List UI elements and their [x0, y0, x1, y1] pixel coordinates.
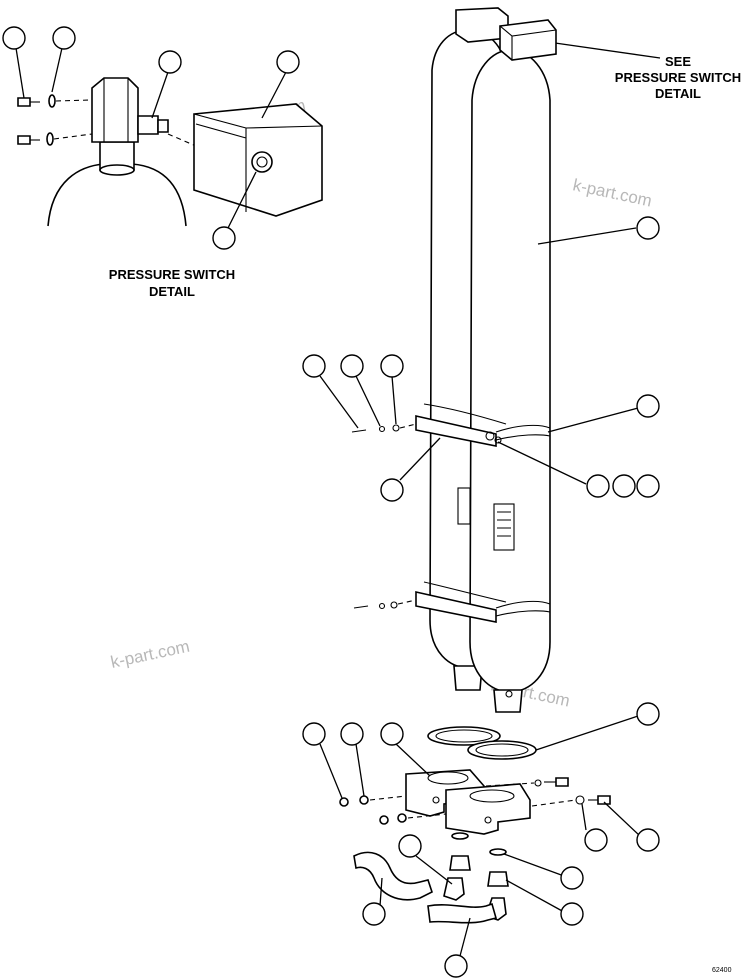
detail-subtitle: DETAIL — [149, 284, 195, 299]
bolt — [17, 97, 31, 107]
washer — [359, 795, 369, 805]
bolt — [597, 795, 611, 805]
callout — [584, 828, 608, 852]
callout — [158, 50, 182, 74]
neck-collar — [99, 164, 135, 176]
washer — [46, 132, 54, 146]
upper-bracket — [415, 415, 497, 447]
bolt — [555, 777, 569, 787]
accumulator-tanks — [302, 7, 660, 713]
hose — [353, 851, 433, 901]
callout — [398, 834, 422, 858]
callout — [586, 474, 610, 498]
callout — [444, 954, 468, 978]
switch-port — [251, 151, 273, 173]
mount-bracket — [445, 783, 531, 835]
tank-label — [457, 487, 471, 525]
callout — [2, 26, 26, 50]
seal — [451, 832, 469, 840]
callout — [636, 828, 660, 852]
callout — [612, 474, 636, 498]
callout — [636, 216, 660, 240]
see-label-line: SEE — [665, 54, 691, 69]
screw — [353, 605, 369, 609]
watermark: k-part.com — [571, 175, 653, 210]
front-tank-nozzle — [493, 689, 523, 713]
valve-port — [137, 115, 159, 135]
callout — [302, 722, 326, 746]
port-fitting — [157, 119, 169, 133]
callout — [362, 902, 386, 926]
callout — [560, 866, 584, 890]
front-switch-box — [499, 19, 557, 61]
callout — [380, 722, 404, 746]
callout — [636, 702, 660, 726]
figure-number: 62400 — [712, 967, 732, 974]
callout — [276, 50, 300, 74]
fitting — [487, 871, 509, 887]
nut — [339, 797, 349, 807]
seal — [489, 848, 507, 856]
watermark: k-part.com — [109, 637, 191, 672]
upper-strap — [423, 403, 551, 433]
rear-tank-nozzle — [453, 665, 483, 691]
callout — [212, 226, 236, 250]
detail-title: PRESSURE SWITCH — [109, 267, 235, 282]
lower-mount-assembly — [302, 702, 660, 978]
bolt — [17, 135, 31, 145]
callout — [302, 354, 326, 378]
callout — [560, 902, 584, 926]
watermarks: k-part.com k-part.com k-part.com k-part.… — [109, 96, 654, 711]
fitting — [449, 855, 471, 871]
washer — [379, 815, 389, 825]
see-label-line: DETAIL — [655, 86, 701, 101]
hose — [427, 902, 497, 924]
callout — [52, 26, 76, 50]
lower-bracket — [415, 591, 497, 623]
washer — [48, 94, 56, 108]
see-label-line: PRESSURE SWITCH — [615, 70, 741, 85]
callout — [380, 354, 404, 378]
front-tank — [469, 49, 551, 693]
callout — [636, 474, 660, 498]
callout — [380, 478, 404, 502]
lower-strap — [423, 581, 551, 609]
valve-body — [91, 77, 139, 143]
elbow — [443, 877, 465, 901]
callout — [636, 394, 660, 418]
callout — [340, 354, 364, 378]
pressure-switch-detail: PRESSURE SWITCH DETAIL — [2, 26, 323, 299]
callout — [340, 722, 364, 746]
screw — [351, 429, 367, 433]
tank-label — [493, 503, 515, 551]
see-detail-label: SEE PRESSURE SWITCH DETAIL — [547, 41, 741, 101]
nut — [397, 813, 407, 823]
